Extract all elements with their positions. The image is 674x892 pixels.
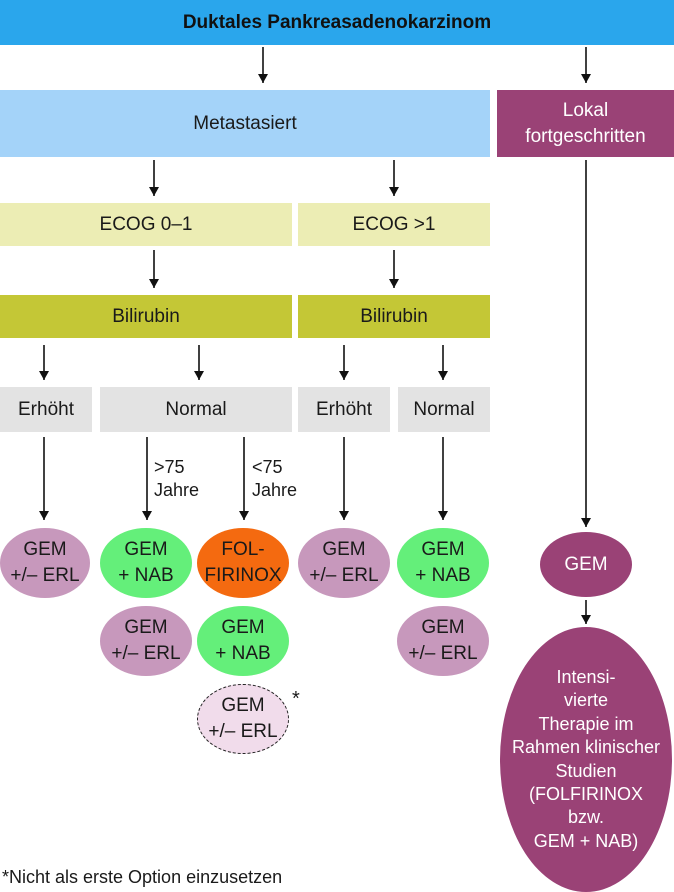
- lokal-fortgeschritten-box: Lokal fortgeschritten: [497, 90, 674, 157]
- footnote: *Nicht als erste Option einzusetzen: [2, 867, 283, 887]
- oval-gem-erl-3: GEM +/– ERL: [100, 606, 192, 676]
- normal-left-box: Normal: [100, 387, 292, 432]
- bilirubin-right-box: Bilirubin: [298, 295, 490, 338]
- asterisk-marker: *: [292, 688, 300, 710]
- bilirubin-left-box: Bilirubin: [0, 295, 292, 338]
- oval-intensivierte-therapie: Intensi- vierte Therapie im Rahmen klini…: [500, 627, 672, 892]
- oval-gem-nab-1: GEM + NAB: [100, 528, 192, 598]
- oval-folfirinox: FOL- FIRINOX: [197, 528, 289, 598]
- oval-gem-erl-2: GEM +/– ERL: [298, 528, 390, 598]
- age-over-75-label: >75 Jahre: [154, 457, 200, 501]
- oval-gem-erl-1: GEM +/– ERL: [0, 528, 90, 598]
- metastasiert-box: Metastasiert: [0, 90, 490, 157]
- ecog-low-box: ECOG 0–1: [0, 203, 292, 246]
- erhoeht-right-box: Erhöht: [298, 387, 390, 432]
- oval-gem-erl-dashed: GEM +/– ERL: [197, 684, 289, 754]
- diagram-title: Duktales Pankreasadenokarzinom: [0, 0, 674, 45]
- ecog-high-box: ECOG >1: [298, 203, 490, 246]
- age-under-75-label: <75 Jahre: [252, 457, 298, 501]
- normal-right-box: Normal: [398, 387, 490, 432]
- oval-gem-nab-2: GEM + NAB: [197, 606, 289, 676]
- oval-gem-nab-3: GEM + NAB: [397, 528, 489, 598]
- oval-gem-lokal: GEM: [540, 532, 632, 597]
- erhoeht-left-box: Erhöht: [0, 387, 92, 432]
- oval-gem-erl-4: GEM +/– ERL: [397, 606, 489, 676]
